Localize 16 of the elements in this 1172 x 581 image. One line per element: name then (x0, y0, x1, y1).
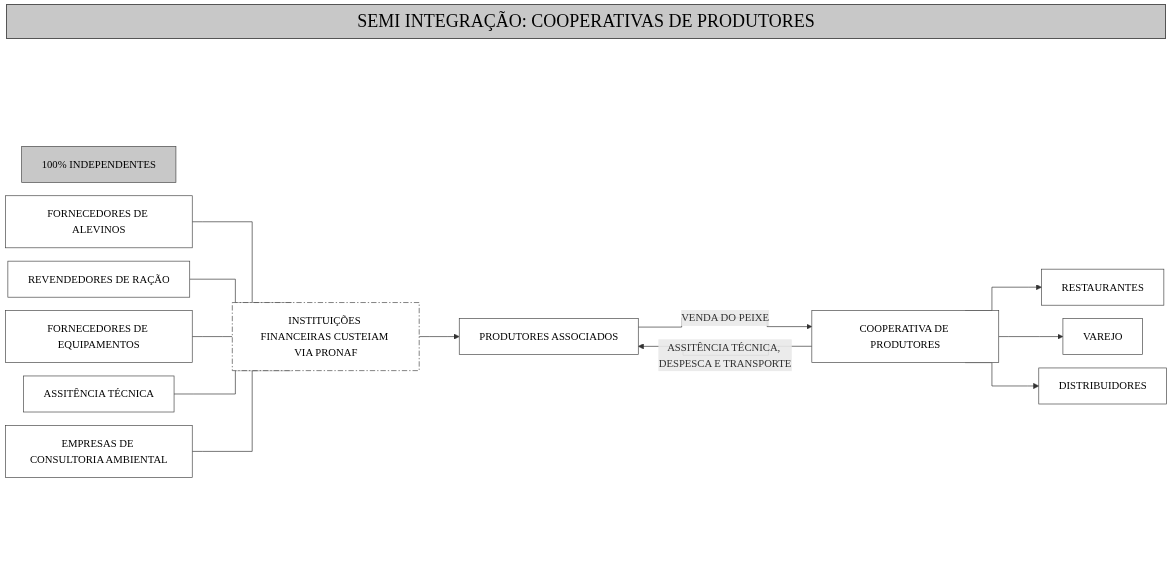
node-box: FORNECEDORES DE EQUIPAMENTOS (5, 310, 193, 364)
node-box: INSTITUIÇÕES FINANCEIRAS CUSTEIAM VIA PRONAF (231, 302, 420, 372)
node-box: FORNECEDORES DE ALEVINOS (5, 195, 193, 249)
node-box: REVENDEDORES DE RAÇÃO (7, 260, 191, 298)
title-banner: SEMI INTEGRAÇÃO: COOPERATIVAS DE PRODUTORES (6, 4, 1166, 39)
node-box: 100% INDEPENDENTES (21, 146, 177, 183)
node-box: VAREJO (1062, 318, 1143, 356)
node-box: ASSITÊNCIA TÉCNICA (23, 375, 175, 413)
edge-label: VENDA DO PEIXE (681, 311, 769, 324)
node-box: PRODUTORES ASSOCIADOS (458, 318, 639, 356)
edge-label: ASSITÊNCIA TÉCNICA, DESPESCA E TRANSPORTE (658, 341, 792, 369)
connector (191, 336, 233, 338)
node-box: EMPRESAS DE CONSULTORIA AMBIENTAL (5, 425, 193, 478)
node-box: RESTAURANTES (1041, 268, 1165, 306)
node-box: DISTRIBUIDORES (1038, 367, 1167, 405)
node-box: COOPERATIVA DE PRODUTORES (811, 310, 1000, 364)
